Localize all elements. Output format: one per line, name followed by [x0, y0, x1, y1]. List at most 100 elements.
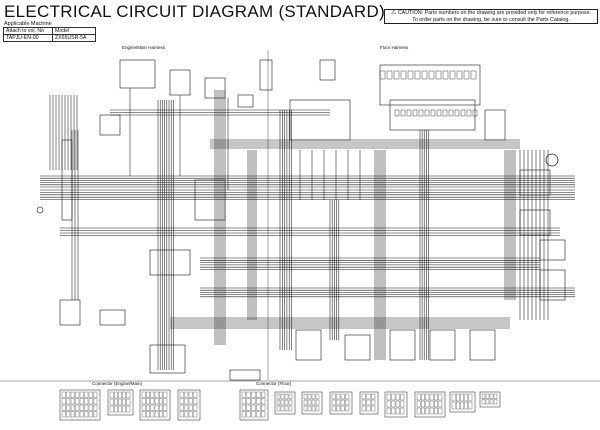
component-box: [366, 405, 371, 412]
component-box: [479, 391, 501, 408]
component-box: [59, 389, 101, 421]
component-box: [79, 404, 84, 411]
component-box: [141, 391, 146, 398]
component-box: [485, 393, 490, 399]
component-box: [456, 393, 460, 402]
component-box: [416, 400, 421, 408]
component-box: [519, 209, 551, 236]
component-box: [179, 404, 184, 411]
component-box: [329, 391, 353, 415]
component-box: [416, 407, 421, 415]
component-box: [395, 393, 400, 401]
component-box: [184, 411, 189, 418]
component-box: [345, 399, 350, 406]
component-box: [150, 391, 155, 398]
component-box: [429, 329, 456, 361]
component-box: [261, 404, 266, 411]
component-box: [288, 393, 293, 400]
component-box: [93, 411, 98, 418]
component-box: [109, 391, 114, 399]
component-box: [261, 398, 266, 405]
component-box: [193, 411, 198, 418]
component-box: [284, 393, 289, 400]
component-box: [149, 344, 186, 374]
component-box: [88, 391, 93, 398]
component-box: [407, 70, 414, 80]
component-box: [188, 411, 193, 418]
component-box: [307, 405, 312, 412]
component-box: [448, 109, 454, 117]
component-box: [246, 411, 251, 418]
component-box: [395, 407, 400, 415]
component-box: [66, 411, 71, 418]
warning-triangle-icon: ⚠: [390, 10, 397, 16]
component-box: [340, 393, 345, 400]
component-box: [429, 400, 434, 408]
component-box: [489, 393, 494, 399]
component-box: [438, 393, 443, 401]
component-box: [393, 70, 400, 80]
component-box: [421, 400, 425, 408]
component-box: [93, 404, 98, 411]
component-box: [193, 404, 198, 411]
component-box: [315, 399, 320, 406]
component-box: [391, 407, 396, 415]
component-box: [493, 393, 498, 399]
component-box: [159, 404, 163, 411]
component-box: [61, 411, 66, 418]
component-box: [451, 393, 456, 402]
component-box: [239, 389, 269, 421]
component-box: [481, 399, 486, 405]
component-box: [184, 398, 189, 405]
component-box: [416, 393, 421, 401]
component-box: [470, 70, 477, 80]
component-box: [61, 398, 66, 405]
component-box: [289, 99, 351, 141]
component-box: [421, 393, 425, 401]
component-box: [425, 407, 430, 415]
component-box: [454, 109, 460, 117]
component-box: [460, 401, 464, 410]
component-box: [146, 398, 150, 405]
component-box: [149, 249, 191, 276]
component-box: [261, 391, 266, 398]
component-box: [391, 400, 396, 408]
component-box: [288, 399, 293, 406]
component-box: [386, 393, 391, 401]
component-box: [184, 391, 189, 398]
component-box: [460, 393, 464, 402]
ground-symbol: [36, 206, 44, 214]
component-box: [179, 411, 184, 418]
component-box: [118, 391, 122, 399]
component-box: [109, 405, 114, 413]
component-box: [154, 398, 159, 405]
component-box: [75, 411, 80, 418]
component-box: [469, 329, 496, 361]
component-box: [188, 391, 193, 398]
attach-label: Attach to vol. No: [3, 27, 53, 35]
component-box: [66, 391, 71, 398]
component-box: [311, 393, 316, 400]
component-box: [154, 391, 159, 398]
component-box: [340, 399, 345, 406]
component-box: [384, 391, 408, 418]
component-box: [114, 398, 118, 406]
component-box: [70, 411, 75, 418]
component-box: [436, 109, 442, 117]
component-box: [193, 391, 198, 398]
component-box: [122, 398, 126, 406]
component-box: [159, 411, 163, 418]
component-box: [466, 109, 472, 117]
component-box: [122, 391, 126, 399]
component-box: [188, 404, 193, 411]
component-box: [303, 393, 308, 400]
component-box: [179, 391, 184, 398]
component-box: [430, 109, 436, 117]
component-box: [88, 404, 93, 411]
component-box: [229, 369, 261, 381]
component-box: [261, 411, 266, 418]
component-box: [280, 405, 285, 412]
component-box: [246, 391, 251, 398]
component-box: [280, 393, 285, 400]
component-box: [163, 404, 168, 411]
